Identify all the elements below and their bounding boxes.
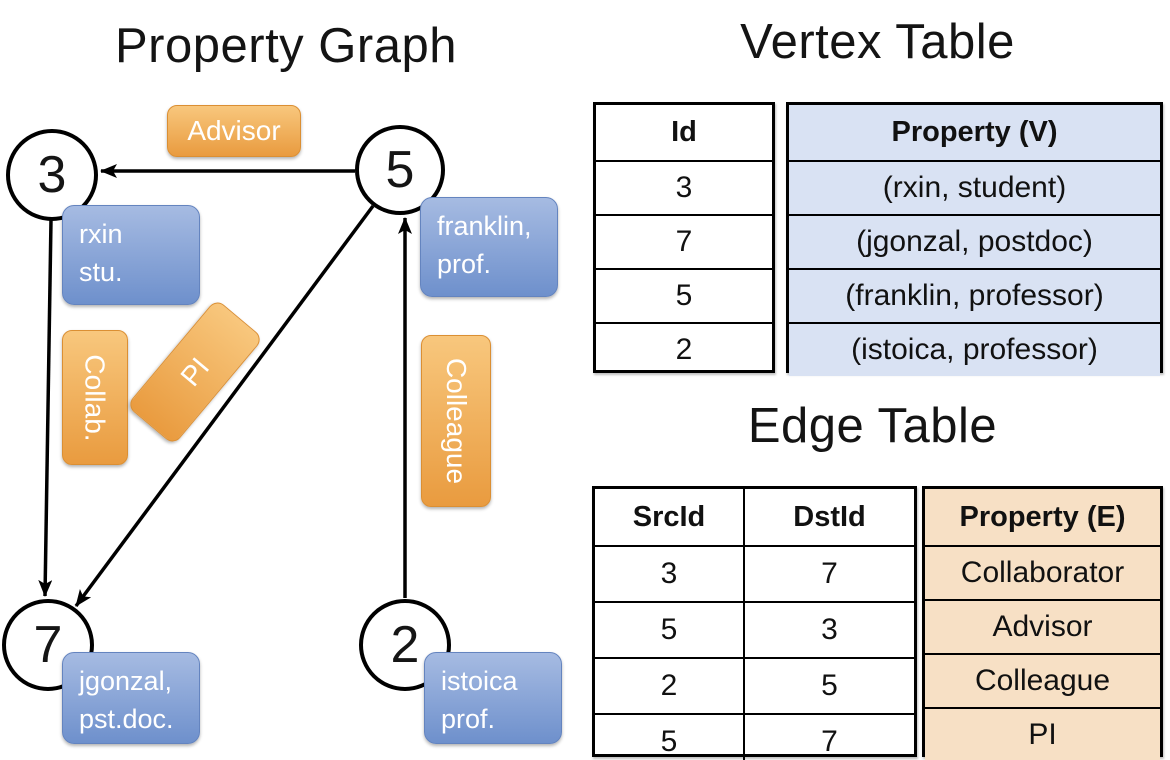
edge-table-src-cell: 3 — [660, 557, 678, 590]
vertex-box-rxin-line1: rxin — [79, 219, 123, 249]
edge-label-colleague: Colleague — [421, 335, 491, 507]
vertex-table-property-cell: (franklin, professor) — [789, 268, 1160, 322]
vertex-box-franklin-line1: franklin, — [437, 211, 532, 241]
edge-table-src-cell: 2 — [660, 669, 678, 702]
vertex-table-property-cell: (rxin, student) — [789, 160, 1160, 214]
edge-table-title: Edge Table — [747, 399, 998, 453]
node-2: 2 — [359, 599, 451, 691]
vertex-table-title: Vertex Table — [740, 15, 1015, 69]
node-5-id: 5 — [385, 141, 415, 199]
edge-5-7 — [74, 204, 375, 608]
edge-table-header-srcid: SrcId — [632, 500, 706, 533]
edge-table-dst-cell: 7 — [743, 715, 914, 760]
vertex-table-property-cell: (jgonzal, postdoc) — [789, 214, 1160, 268]
vertex-table-header-id: Id — [671, 116, 697, 148]
vertex-box-jgonzal-line2: pst.doc. — [79, 704, 174, 734]
vertex-box-jgonzal: jgonzal, pst.doc. — [62, 652, 200, 744]
edge-table-header-dstid: DstId — [743, 489, 914, 545]
edge-table-property-column: Property (E) Collaborator Advisor Collea… — [922, 486, 1163, 760]
edge-table-id-columns: SrcId DstId 3 7 5 3 2 5 5 7 — [592, 486, 917, 760]
node-3-id: 3 — [37, 146, 67, 204]
vertex-box-franklin-line2: prof. — [437, 249, 492, 279]
edge-table-property-cell: Colleague — [925, 653, 1160, 707]
edge-table-property-cell: Collaborator — [925, 545, 1160, 599]
edge-table-src-cell: 5 — [660, 725, 678, 758]
vertex-box-istoica-line2: prof. — [441, 704, 496, 734]
edge-label-advisor-text: Advisor — [187, 115, 281, 146]
vertex-table-id-column: Id 3 7 5 2 — [593, 102, 775, 373]
node-2-id: 2 — [390, 616, 420, 674]
vertex-table-id-cell: 2 — [596, 322, 772, 376]
vertex-box-rxin: rxin stu. — [62, 205, 200, 305]
edge-table-header-property: Property (E) — [925, 489, 1160, 545]
vertex-box-jgonzal-line1: jgonzal, — [79, 666, 173, 696]
vertex-box-istoica: istoica prof. — [424, 652, 562, 744]
vertex-box-franklin: franklin, prof. — [420, 197, 558, 297]
vertex-box-istoica-line1: istoica — [441, 666, 518, 696]
edge-table-dst-cell: 3 — [743, 603, 914, 657]
vertex-table-id-cell: 7 — [596, 214, 772, 268]
edge-label-collab: Collab. — [62, 330, 128, 465]
vertex-box-rxin-line2: stu. — [79, 257, 123, 287]
vertex-table-header-property: Property (V) — [789, 105, 1160, 160]
edge-label-colleague-text: Colleague — [441, 357, 473, 485]
edge-label-advisor: Advisor — [167, 105, 301, 157]
property-graph-title: Property Graph — [115, 19, 457, 73]
edge-table-property-cell: Advisor — [925, 599, 1160, 653]
edge-table-dst-cell: 7 — [743, 547, 914, 601]
edge-table-dst-cell: 5 — [743, 659, 914, 713]
node-5: 5 — [355, 125, 445, 215]
edge-3-7 — [38, 219, 53, 597]
edge-table-src-cell: 5 — [660, 613, 678, 646]
vertex-table-property-column: Property (V) (rxin, student) (jgonzal, p… — [786, 102, 1163, 376]
vertex-table-property-cell: (istoica, professor) — [789, 322, 1160, 376]
vertex-table-id-cell: 5 — [596, 268, 772, 322]
edge-label-collab-text: Collab. — [80, 353, 112, 442]
vertex-table-id-cell: 3 — [596, 160, 772, 214]
edge-label-pi-text: PI — [174, 351, 215, 392]
node-7-id: 7 — [33, 616, 63, 674]
graph-edges — [38, 164, 412, 608]
edge-table-property-cell: PI — [925, 707, 1160, 760]
